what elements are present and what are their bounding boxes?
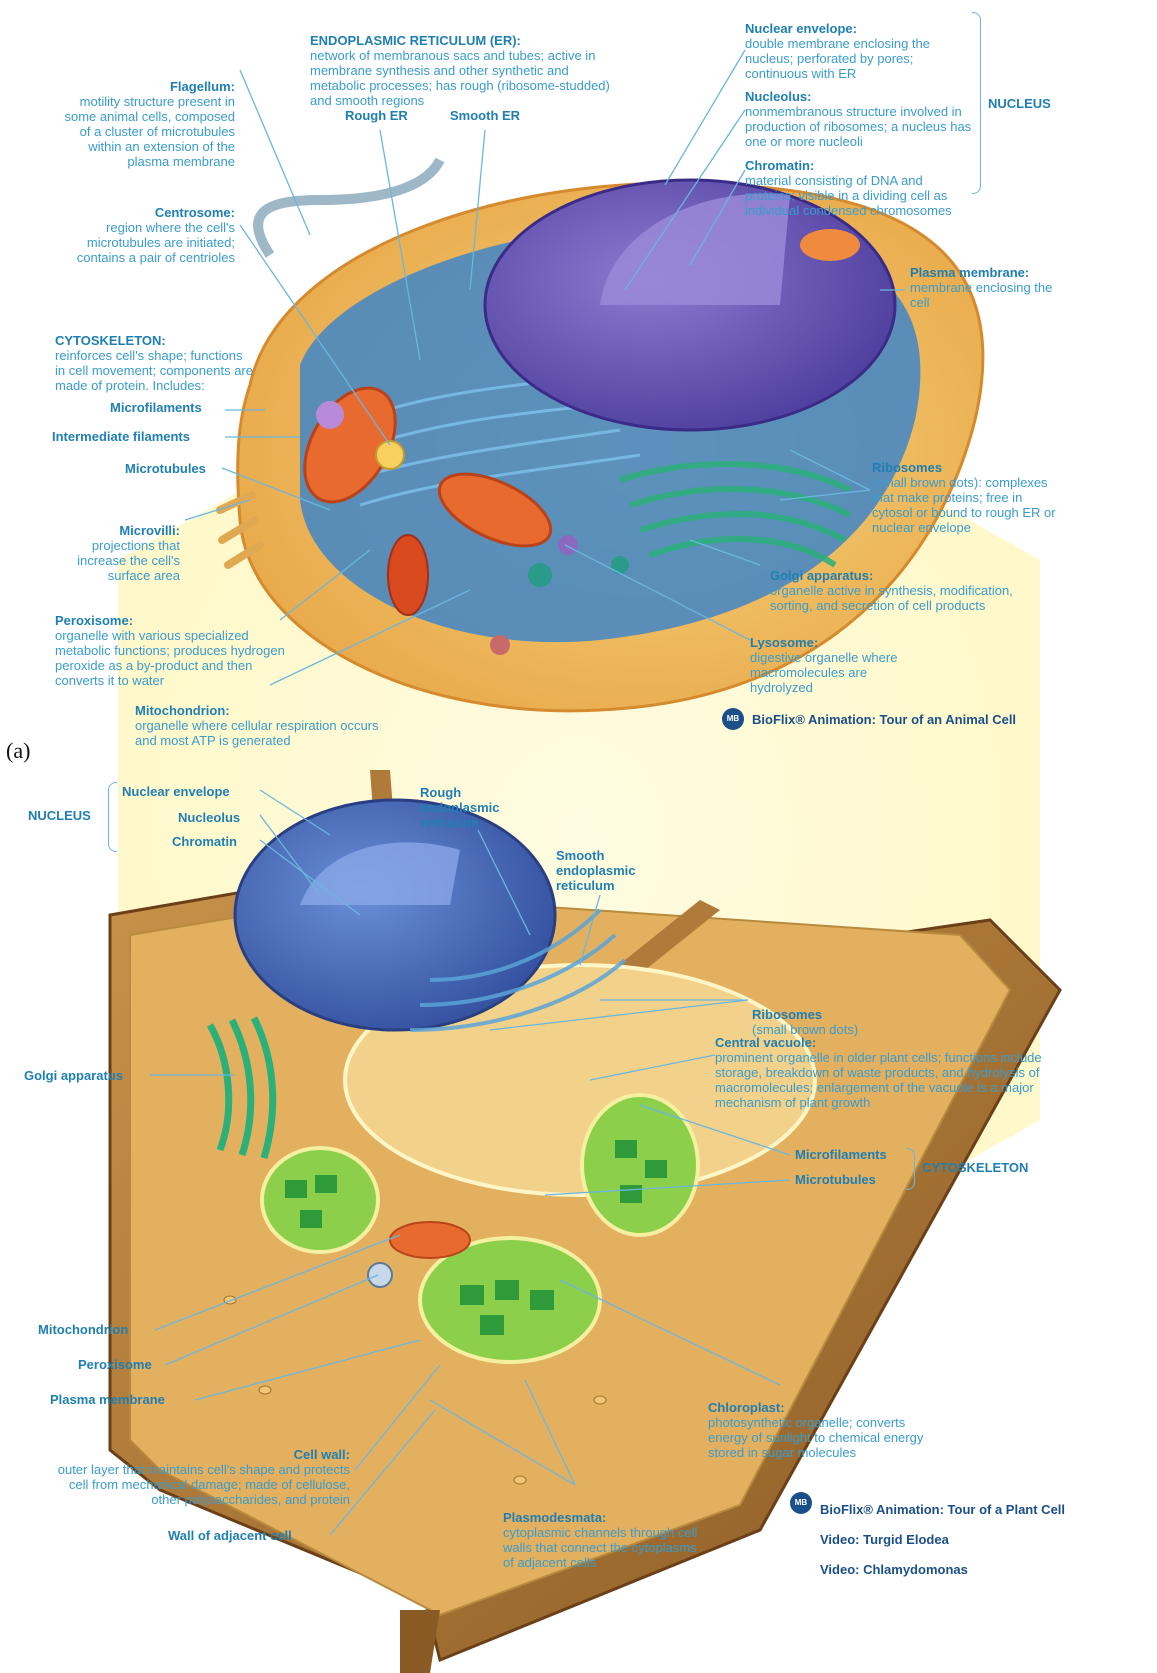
er-desc: network of membranous sacs and tubes; ac…: [310, 48, 610, 108]
mitochondrion-desc: organelle where cellular respiration occ…: [135, 718, 379, 748]
nucleus-tag: NUCLEUS: [988, 96, 1051, 111]
flagellum-desc: motility structure present in some anima…: [64, 94, 235, 169]
panel-label-a: (a): [6, 738, 30, 764]
lysosome-title: Lysosome:: [750, 635, 818, 650]
nucleus-bracket: [972, 12, 981, 194]
plant-plasma-membrane-label: Plasma membrane: [50, 1392, 165, 1407]
cell-wall-title: Cell wall:: [294, 1447, 350, 1462]
peroxisome-label: Peroxisome: organelle with various speci…: [55, 598, 285, 688]
bioflix-plant-icon: MB: [790, 1492, 812, 1514]
ribosomes-label: Ribosomes (small brown dots): complexes …: [872, 445, 1057, 535]
plant-nucleus-tag: NUCLEUS: [28, 808, 91, 823]
chloroplast-desc: photosynthetic organelle; converts energ…: [708, 1415, 923, 1460]
microvilli-label: Microvilli: projections that increase th…: [50, 508, 180, 583]
bioflix-plant-link[interactable]: BioFlix® Animation: Tour of a Plant Cell…: [820, 1487, 1155, 1592]
central-vacuole-title: Central vacuole:: [715, 1035, 816, 1050]
rough-er-label: Rough ER: [345, 108, 408, 123]
nucleolus-title: Nucleolus:: [745, 89, 811, 104]
golgi-title: Golgi apparatus:: [770, 568, 873, 583]
plant-nuclear-envelope-label: Nuclear envelope: [122, 784, 230, 799]
central-vacuole-desc: prominent organelle in older plant cells…: [715, 1050, 1042, 1110]
chromatin-title: Chromatin:: [745, 158, 814, 173]
plant-smooth-er-text: Smooth endoplasmic reticulum: [556, 848, 635, 893]
wall-adjacent-label: Wall of adjacent cell: [168, 1528, 292, 1543]
lysosome-desc: digestive organelle where macromolecules…: [750, 650, 897, 695]
microfilaments-label: Microfilaments: [110, 400, 202, 415]
central-vacuole-label: Central vacuole: prominent organelle in …: [715, 1020, 1075, 1110]
lysosome-label: Lysosome: digestive organelle where macr…: [750, 620, 910, 695]
plant-mitochondrion-label: Mitochondrion: [38, 1322, 128, 1337]
centrosome-label: Centrosome: region where the cell's micr…: [75, 190, 235, 265]
cytoskeleton-label: CYTOSKELETON: reinforces cell's shape; f…: [55, 318, 255, 393]
ribosomes-desc: (small brown dots): complexes that make …: [872, 475, 1056, 535]
mitochondrion-label: Mitochondrion: organelle where cellular …: [135, 688, 380, 748]
cell-wall-desc: outer layer that maintains cell's shape …: [58, 1462, 350, 1507]
chromatin-desc: material consisting of DNA and proteins;…: [745, 173, 952, 218]
plasma-membrane-label: Plasma membrane: membrane enclosing the …: [910, 250, 1070, 310]
plant-cytoskeleton-bracket: [906, 1148, 915, 1190]
cytoskeleton-title: CYTOSKELETON:: [55, 333, 166, 348]
plant-golgi-label: Golgi apparatus: [24, 1068, 123, 1083]
video-elodea-link[interactable]: Video: Turgid Elodea: [820, 1532, 1155, 1547]
plant-rough-er-label: Rough endoplasmic reticulum: [420, 785, 530, 830]
chloroplast-title: Chloroplast:: [708, 1400, 785, 1415]
nuclear-envelope-label: Nuclear envelope: double membrane enclos…: [745, 6, 970, 81]
plant-chromatin-label: Chromatin: [172, 834, 237, 849]
microtubules-label: Microtubules: [125, 461, 206, 476]
mitochondrion-title: Mitochondrion:: [135, 703, 230, 718]
plant-rough-er-text: Rough endoplasmic reticulum: [420, 785, 499, 830]
plasma-membrane-desc: membrane enclosing the cell: [910, 280, 1052, 310]
peroxisome-desc: organelle with various specialized metab…: [55, 628, 285, 688]
plasmodesmata-desc: cytoplasmic channels through cell walls …: [503, 1525, 697, 1570]
golgi-label: Golgi apparatus: organelle active in syn…: [770, 553, 1055, 613]
smooth-er-label: Smooth ER: [450, 108, 520, 123]
chromatin-label: Chromatin: material consisting of DNA an…: [745, 143, 970, 218]
peroxisome-title: Peroxisome:: [55, 613, 133, 628]
microvilli-desc: projections that increase the cell's sur…: [77, 538, 180, 583]
golgi-desc: organelle active in synthesis, modificat…: [770, 583, 1013, 613]
plasmodesmata-title: Plasmodesmata:: [503, 1510, 606, 1525]
nuclear-envelope-title: Nuclear envelope:: [745, 21, 857, 36]
plant-nucleus-bracket: [108, 782, 117, 852]
bioflix-icon: MB: [722, 708, 744, 730]
centrosome-desc: region where the cell's microtubules are…: [77, 220, 235, 265]
flagellum-label: Flagellum: motility structure present in…: [55, 64, 235, 169]
nucleolus-label: Nucleolus: nonmembranous structure invol…: [745, 74, 975, 149]
plasmodesmata-label: Plasmodesmata: cytoplasmic channels thro…: [503, 1495, 703, 1570]
plant-smooth-er-label: Smooth endoplasmic reticulum: [556, 848, 666, 893]
plant-nucleolus-label: Nucleolus: [178, 810, 240, 825]
plant-cytoskeleton-tag: CYTOSKELETON: [922, 1160, 1028, 1175]
plant-microtubules-label: Microtubules: [795, 1172, 876, 1187]
ribosomes-title: Ribosomes: [872, 460, 942, 475]
chloroplast-label: Chloroplast: photosynthetic organelle; c…: [708, 1385, 928, 1460]
plasma-membrane-title: Plasma membrane:: [910, 265, 1029, 280]
plant-peroxisome-label: Peroxisome: [78, 1357, 152, 1372]
bioflix-animal-link[interactable]: BioFlix® Animation: Tour of an Animal Ce…: [752, 712, 1062, 727]
centrosome-title: Centrosome:: [155, 205, 235, 220]
cell-wall-label: Cell wall: outer layer that maintains ce…: [45, 1432, 350, 1507]
bioflix-plant-text[interactable]: BioFlix® Animation: Tour of a Plant Cell: [820, 1502, 1155, 1517]
plant-microfilaments-label: Microfilaments: [795, 1147, 887, 1162]
er-label: ENDOPLASMIC RETICULUM (ER): network of m…: [310, 18, 610, 108]
flagellum-title: Flagellum:: [170, 79, 235, 94]
microvilli-title: Microvilli:: [119, 523, 180, 538]
cytoskeleton-desc: reinforces cell's shape; functions in ce…: [55, 348, 253, 393]
video-chlamydomonas-link[interactable]: Video: Chlamydomonas: [820, 1562, 1155, 1577]
er-title: ENDOPLASMIC RETICULUM (ER):: [310, 33, 521, 48]
intermediate-filaments-label: Intermediate filaments: [52, 429, 190, 444]
